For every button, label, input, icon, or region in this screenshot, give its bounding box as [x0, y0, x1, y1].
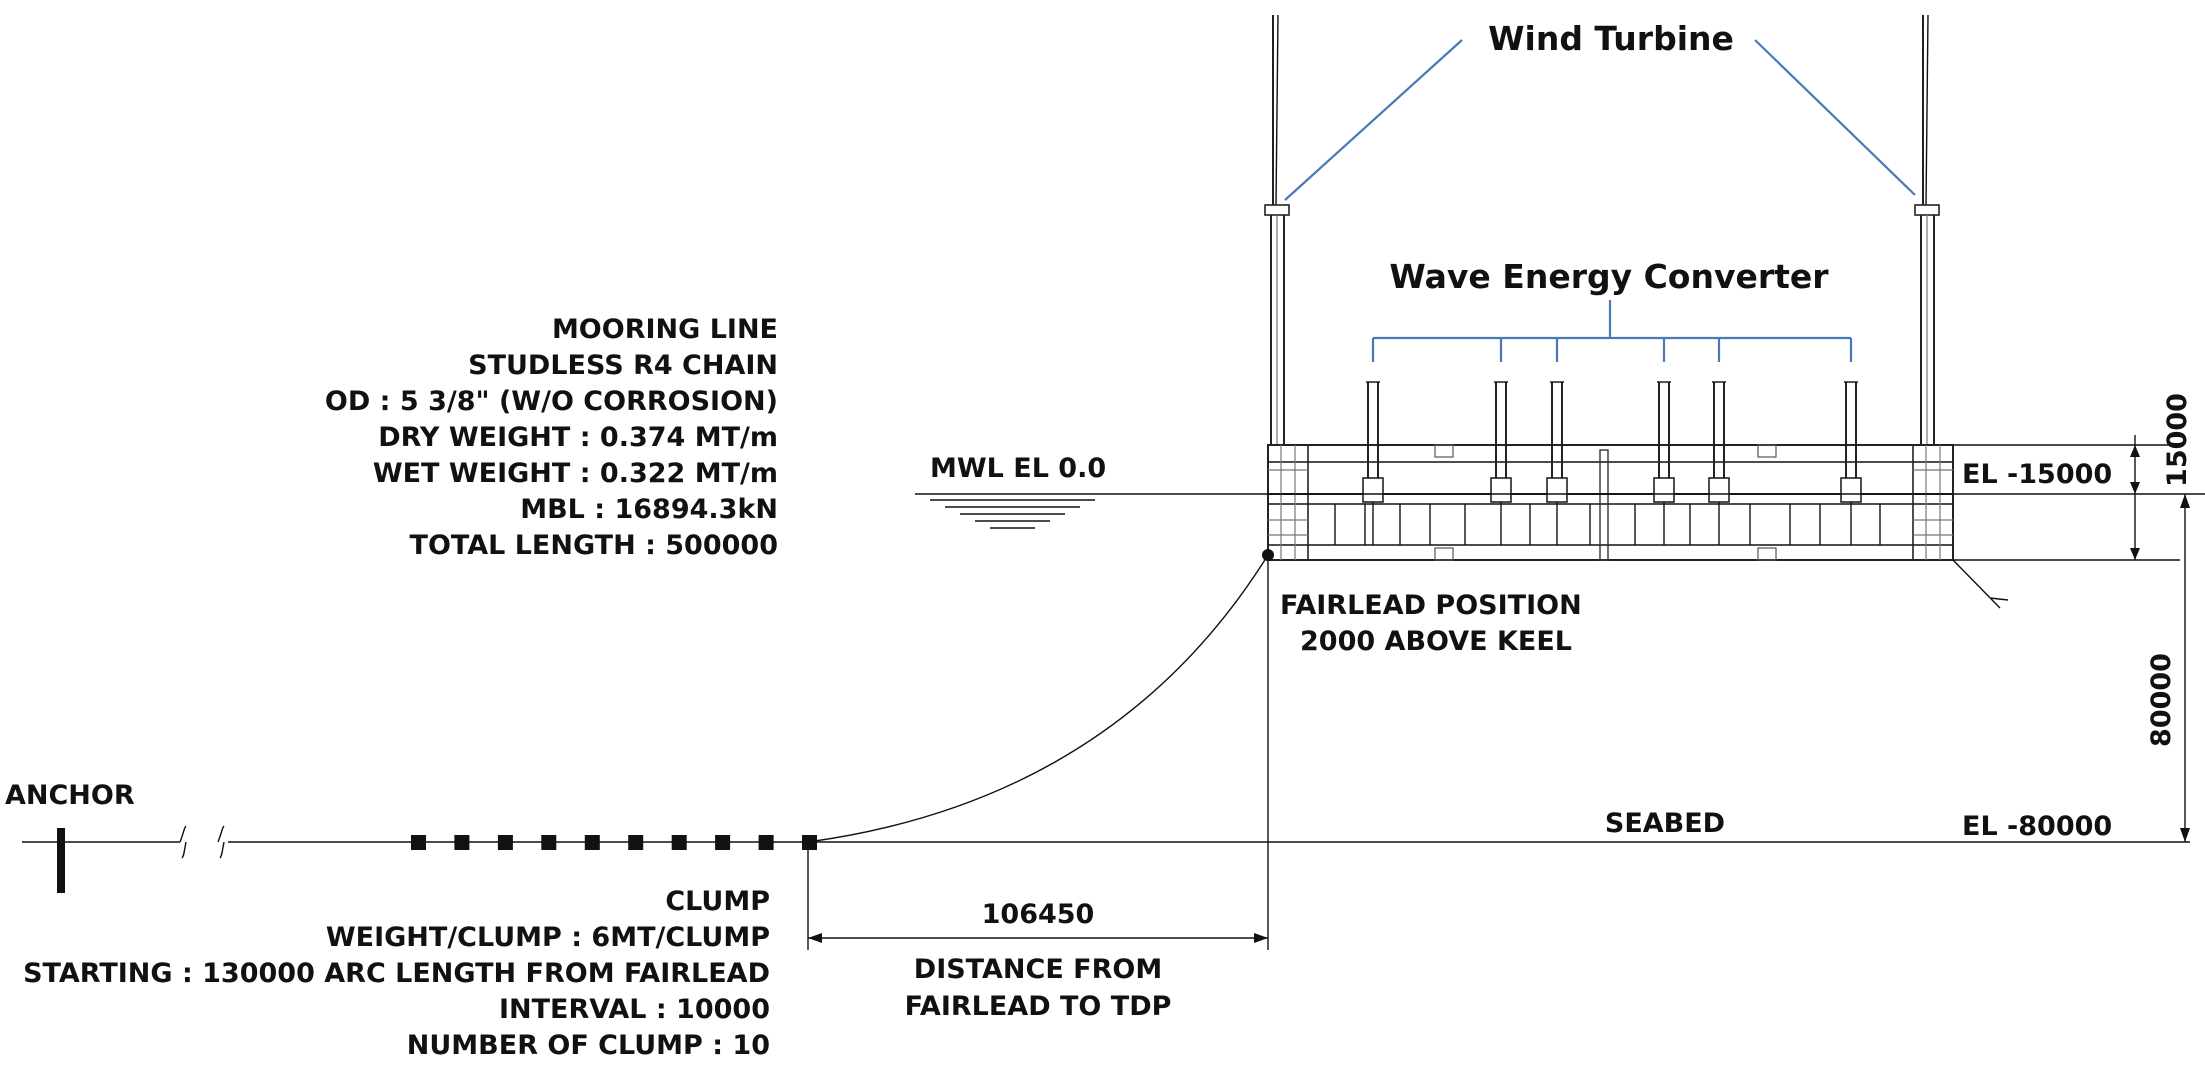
wind-turbine-right — [1914, 14, 1940, 445]
clump-weights — [411, 835, 817, 850]
wec-unit — [1708, 381, 1730, 545]
wec-unit — [1546, 381, 1568, 545]
clump-spec-interval: INTERVAL : 10000 — [499, 994, 770, 1025]
dim-draft — [1953, 435, 2180, 561]
mooring-spec-title: MOORING LINE — [552, 314, 778, 345]
fairlead-label-line-2: 2000 ABOVE KEEL — [1300, 626, 1572, 657]
clump-weight — [758, 835, 774, 850]
mooring-spec-wet-weight: WET WEIGHT : 0.322 MT/m — [373, 458, 778, 489]
wec-unit — [1362, 381, 1384, 545]
dim-distance-label: 106450 — [982, 899, 1095, 930]
wec-unit — [1490, 381, 1512, 545]
floating-platform — [1267, 444, 2009, 609]
wind-turbine-left — [1264, 14, 1290, 445]
wec-label: Wave Energy Converter — [1389, 257, 1829, 296]
distance-label-line-2: FAIRLEAD TO TDP — [905, 991, 1172, 1022]
wec-unit — [1840, 381, 1862, 545]
mooring-catenary — [807, 554, 1269, 843]
wec-unit — [1653, 381, 1675, 545]
clump-weight — [584, 835, 600, 850]
clump-weight — [454, 835, 470, 850]
platform-column-right — [1912, 444, 1954, 561]
clump-spec-starting: STARTING : 130000 ARC LENGTH FROM FAIRLE… — [23, 958, 770, 989]
clump-weight — [628, 835, 644, 850]
fairlead-label-line-1: FAIRLEAD POSITION — [1280, 590, 1582, 621]
clump-weight — [671, 835, 687, 850]
clump-spec: CLUMP WEIGHT/CLUMP : 6MT/CLUMP STARTING … — [23, 886, 770, 1061]
clump-weight — [541, 835, 557, 850]
mooring-spec-chain: STUDLESS R4 CHAIN — [468, 350, 778, 381]
dim-depth — [2180, 494, 2190, 842]
mooring-spec-od: OD : 5 3/8" (W/O CORROSION) — [325, 386, 778, 417]
turbine-nacelle-left — [1264, 204, 1290, 216]
wind-turbine-label: Wind Turbine — [1488, 19, 1734, 58]
clump-spec-number: NUMBER OF CLUMP : 10 — [407, 1030, 770, 1061]
clump-spec-title: CLUMP — [665, 886, 770, 917]
water-level-symbol — [930, 499, 1095, 529]
wec-units — [1362, 381, 1862, 545]
clump-weight — [411, 835, 426, 850]
dim-depth-label: 80000 — [2146, 653, 2177, 747]
wind-turbine-leader-right — [1754, 39, 1916, 196]
anchor-label: ANCHOR — [5, 780, 135, 811]
mooring-spec-mbl: MBL : 16894.3kN — [520, 494, 778, 525]
turbine-nacelle-right — [1914, 204, 1940, 216]
mooring-spec-dry-weight: DRY WEIGHT : 0.374 MT/m — [378, 422, 778, 453]
el-bottom-label: EL -80000 — [1962, 811, 2112, 842]
wind-turbine-leader-left — [1284, 39, 1463, 201]
seabed-label: SEABED — [1605, 808, 1725, 839]
clump-weight — [497, 835, 513, 850]
dim-distance — [808, 933, 1268, 943]
platform-column-left — [1267, 444, 1309, 561]
anchor-marker — [57, 828, 65, 893]
distance-label-line-1: DISTANCE FROM — [914, 954, 1162, 985]
el-top-label: EL -15000 — [1962, 459, 2112, 490]
mooring-line-spec: MOORING LINE STUDLESS R4 CHAIN OD : 5 3/… — [325, 314, 778, 561]
clump-weight — [715, 835, 731, 850]
mwl-label: MWL EL 0.0 — [930, 453, 1106, 484]
mooring-hook-right — [1952, 559, 2009, 609]
dim-draft-label: 15000 — [2162, 393, 2193, 487]
seabed-line — [22, 825, 2190, 859]
mooring-spec-total-length: TOTAL LENGTH : 500000 — [410, 530, 778, 561]
wec-bracket — [1371, 300, 1853, 362]
clump-spec-weight: WEIGHT/CLUMP : 6MT/CLUMP — [326, 922, 770, 953]
